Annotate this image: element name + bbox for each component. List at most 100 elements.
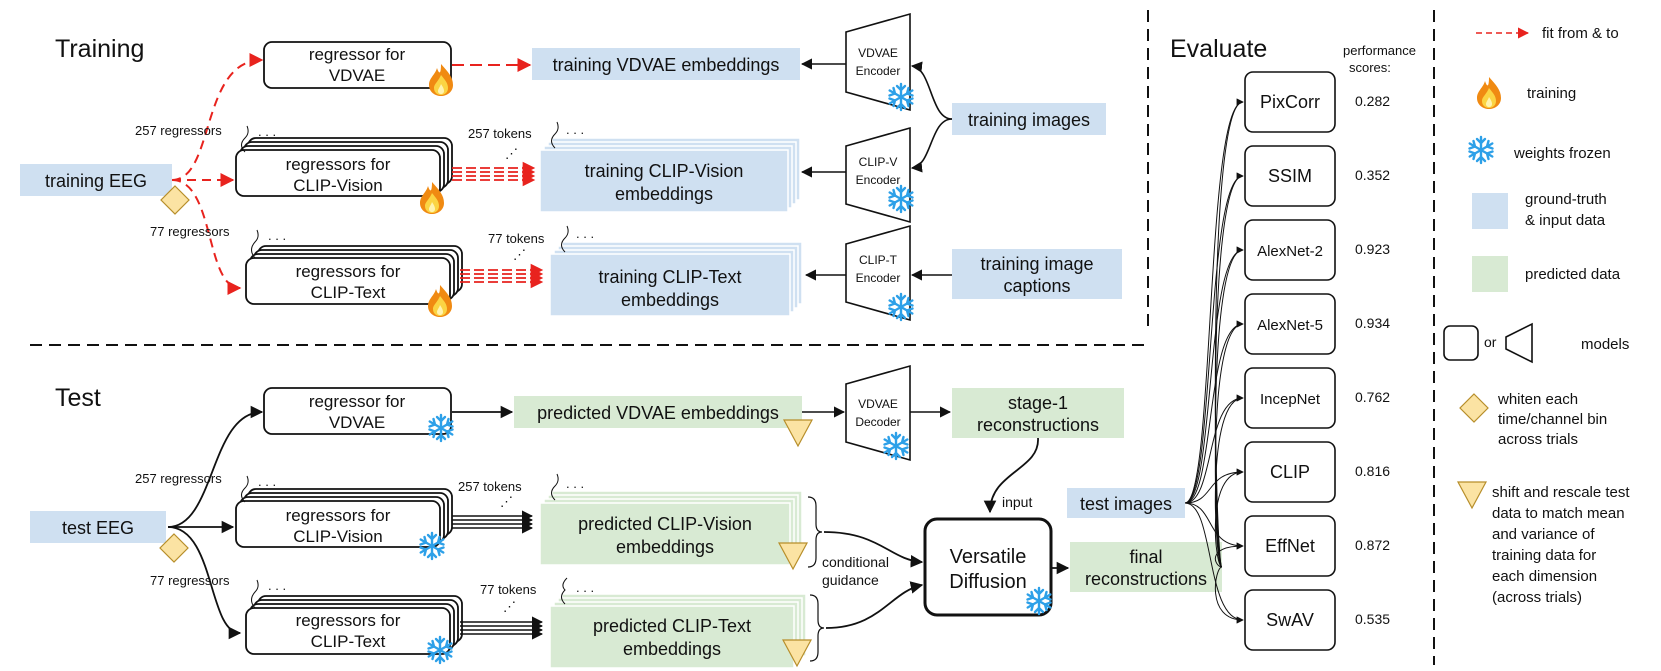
input-label: input	[1002, 494, 1032, 510]
legend-gt-line1: ground-truth	[1525, 191, 1607, 208]
fit-arrow-eeg-clipt	[171, 179, 242, 295]
metric-connector	[1214, 468, 1244, 568]
test-257-tokens: 257 tokens	[458, 479, 522, 494]
test-regressors-clipv-line1: regressors for	[286, 506, 391, 525]
metric-score: 0.282	[1355, 93, 1390, 109]
legend-gt-line2: & input data	[1525, 212, 1606, 229]
section-title-evaluate: Evaluate	[1170, 35, 1267, 63]
test-regressor-vdvae-line1: regressor for	[309, 392, 406, 411]
vdvae-decoder-line1: VDVAE	[858, 397, 898, 411]
metric-name: AlexNet-5	[1257, 317, 1323, 334]
legend-model-trapezoid	[1505, 322, 1533, 364]
metric-connector	[1214, 394, 1244, 568]
performance-header-line1: performance	[1343, 43, 1416, 58]
test-images-box	[1067, 488, 1185, 518]
conditional-guidance-line1: conditional	[822, 554, 889, 570]
arrow-images-vdvae	[910, 61, 953, 120]
metric-connector	[1184, 246, 1244, 504]
metric-connector	[1214, 320, 1244, 568]
arrow-eeg-clipt	[167, 526, 242, 640]
training-77-regressors: 77 regressors	[150, 224, 230, 239]
test-77-tokens: 77 tokens	[480, 582, 537, 597]
versatile-diffusion-line2: Diffusion	[949, 571, 1026, 593]
training-eeg-box	[20, 164, 172, 196]
metric-box-effnet	[1244, 515, 1336, 577]
test-eeg-box	[30, 511, 166, 543]
training-clipv-embeddings-line2: embeddings	[615, 184, 713, 204]
metric-connector	[1214, 542, 1244, 568]
brace	[551, 121, 559, 149]
vdvae-decoder	[845, 364, 911, 462]
metric-connector	[1184, 98, 1244, 504]
training-captions-line1: training image	[980, 254, 1093, 274]
training-clipt-embeddings-line2: embeddings	[621, 290, 719, 310]
test-regressors-clipv-line2: CLIP-Vision	[293, 527, 382, 546]
test-regressors-clipt-line1: regressors for	[296, 611, 401, 630]
brace	[561, 577, 568, 605]
stage1-reconstructions-line2: reconstructions	[977, 415, 1099, 435]
metric-box-swav	[1244, 589, 1336, 651]
training-images-label: training images	[968, 110, 1090, 130]
legend-ground-truth-swatch	[1472, 193, 1508, 229]
training-regressors-clipv	[235, 149, 441, 197]
clipt-encoder	[845, 224, 911, 322]
legend-frozen-label: weights frozen	[1513, 145, 1611, 162]
conditional-guidance-line2: guidance	[822, 572, 879, 588]
metric-box-clip	[1244, 441, 1336, 503]
legend-whiten-line2: time/channel bin	[1498, 411, 1607, 428]
legend-whiten-line3: across trials	[1498, 431, 1578, 448]
ellipsis: . . .	[258, 124, 276, 139]
legend-shift-line3: and variance of	[1492, 526, 1595, 543]
metric-connector	[1214, 172, 1244, 568]
stage1-reconstructions	[952, 388, 1124, 438]
predicted-clipv-embeddings-line2: embeddings	[616, 537, 714, 557]
test-257-regressors: 257 regressors	[135, 471, 222, 486]
arrows-clipv-predicted	[452, 510, 534, 534]
snowflake-icon	[1468, 135, 1494, 165]
training-regressors-clipt-line2: CLIP-Text	[311, 283, 386, 302]
legend-fit-label: fit from & to	[1542, 25, 1619, 42]
test-regressor-vdvae	[263, 387, 452, 435]
ellipsis: ⋰	[503, 599, 516, 614]
legend-models-label: models	[1581, 336, 1629, 353]
diamond-icon	[1459, 393, 1489, 423]
metric-connector	[1184, 320, 1244, 504]
test-77-regressors: 77 regressors	[150, 573, 230, 588]
training-regressor-vdvae	[263, 41, 452, 89]
predicted-clipt-embeddings-line1: predicted CLIP-Text	[593, 616, 751, 636]
clipv-encoder-line2: Encoder	[856, 173, 901, 187]
vdvae-decoder-line2: Decoder	[855, 415, 900, 429]
metric-box-alexnet-5	[1244, 293, 1336, 355]
metric-box-incepnet	[1244, 367, 1336, 429]
legend-shift-line4: training data for	[1492, 547, 1596, 564]
final-reconstructions-line2: reconstructions	[1085, 569, 1207, 589]
metric-name: SSIM	[1268, 166, 1312, 186]
legend-shift-line5: each dimension	[1492, 568, 1597, 585]
clipv-encoder-line1: CLIP-V	[859, 155, 898, 169]
training-captions-box	[952, 249, 1122, 299]
metric-connector	[1184, 394, 1244, 504]
predicted-clipv-embeddings	[539, 502, 791, 566]
training-eeg-label: training EEG	[45, 171, 147, 191]
training-clipv-embeddings	[539, 149, 789, 213]
legend-shift-line6: (across trials)	[1492, 589, 1582, 606]
metric-score: 0.934	[1355, 315, 1390, 331]
ellipsis: . . .	[268, 578, 286, 593]
brace	[807, 496, 823, 568]
legend-predicted-swatch	[1472, 256, 1508, 292]
training-clipt-embeddings-line1: training CLIP-Text	[598, 267, 741, 287]
legend-shift-line1: shift and rescale test	[1492, 484, 1630, 501]
predicted-vdvae-embeddings	[514, 396, 802, 428]
metric-score: 0.923	[1355, 241, 1390, 257]
brace	[551, 473, 559, 501]
fit-arrows-clipv	[452, 161, 536, 187]
legend-shift-line2: data to match mean	[1492, 505, 1625, 522]
fire-icon	[1477, 77, 1501, 109]
ellipsis: . . .	[566, 122, 584, 137]
metric-connector	[1184, 172, 1244, 504]
arrow-clipv-vd	[823, 531, 924, 568]
test-images-label: test images	[1080, 494, 1172, 514]
section-title-test: Test	[55, 384, 101, 412]
metric-score: 0.816	[1355, 463, 1390, 479]
